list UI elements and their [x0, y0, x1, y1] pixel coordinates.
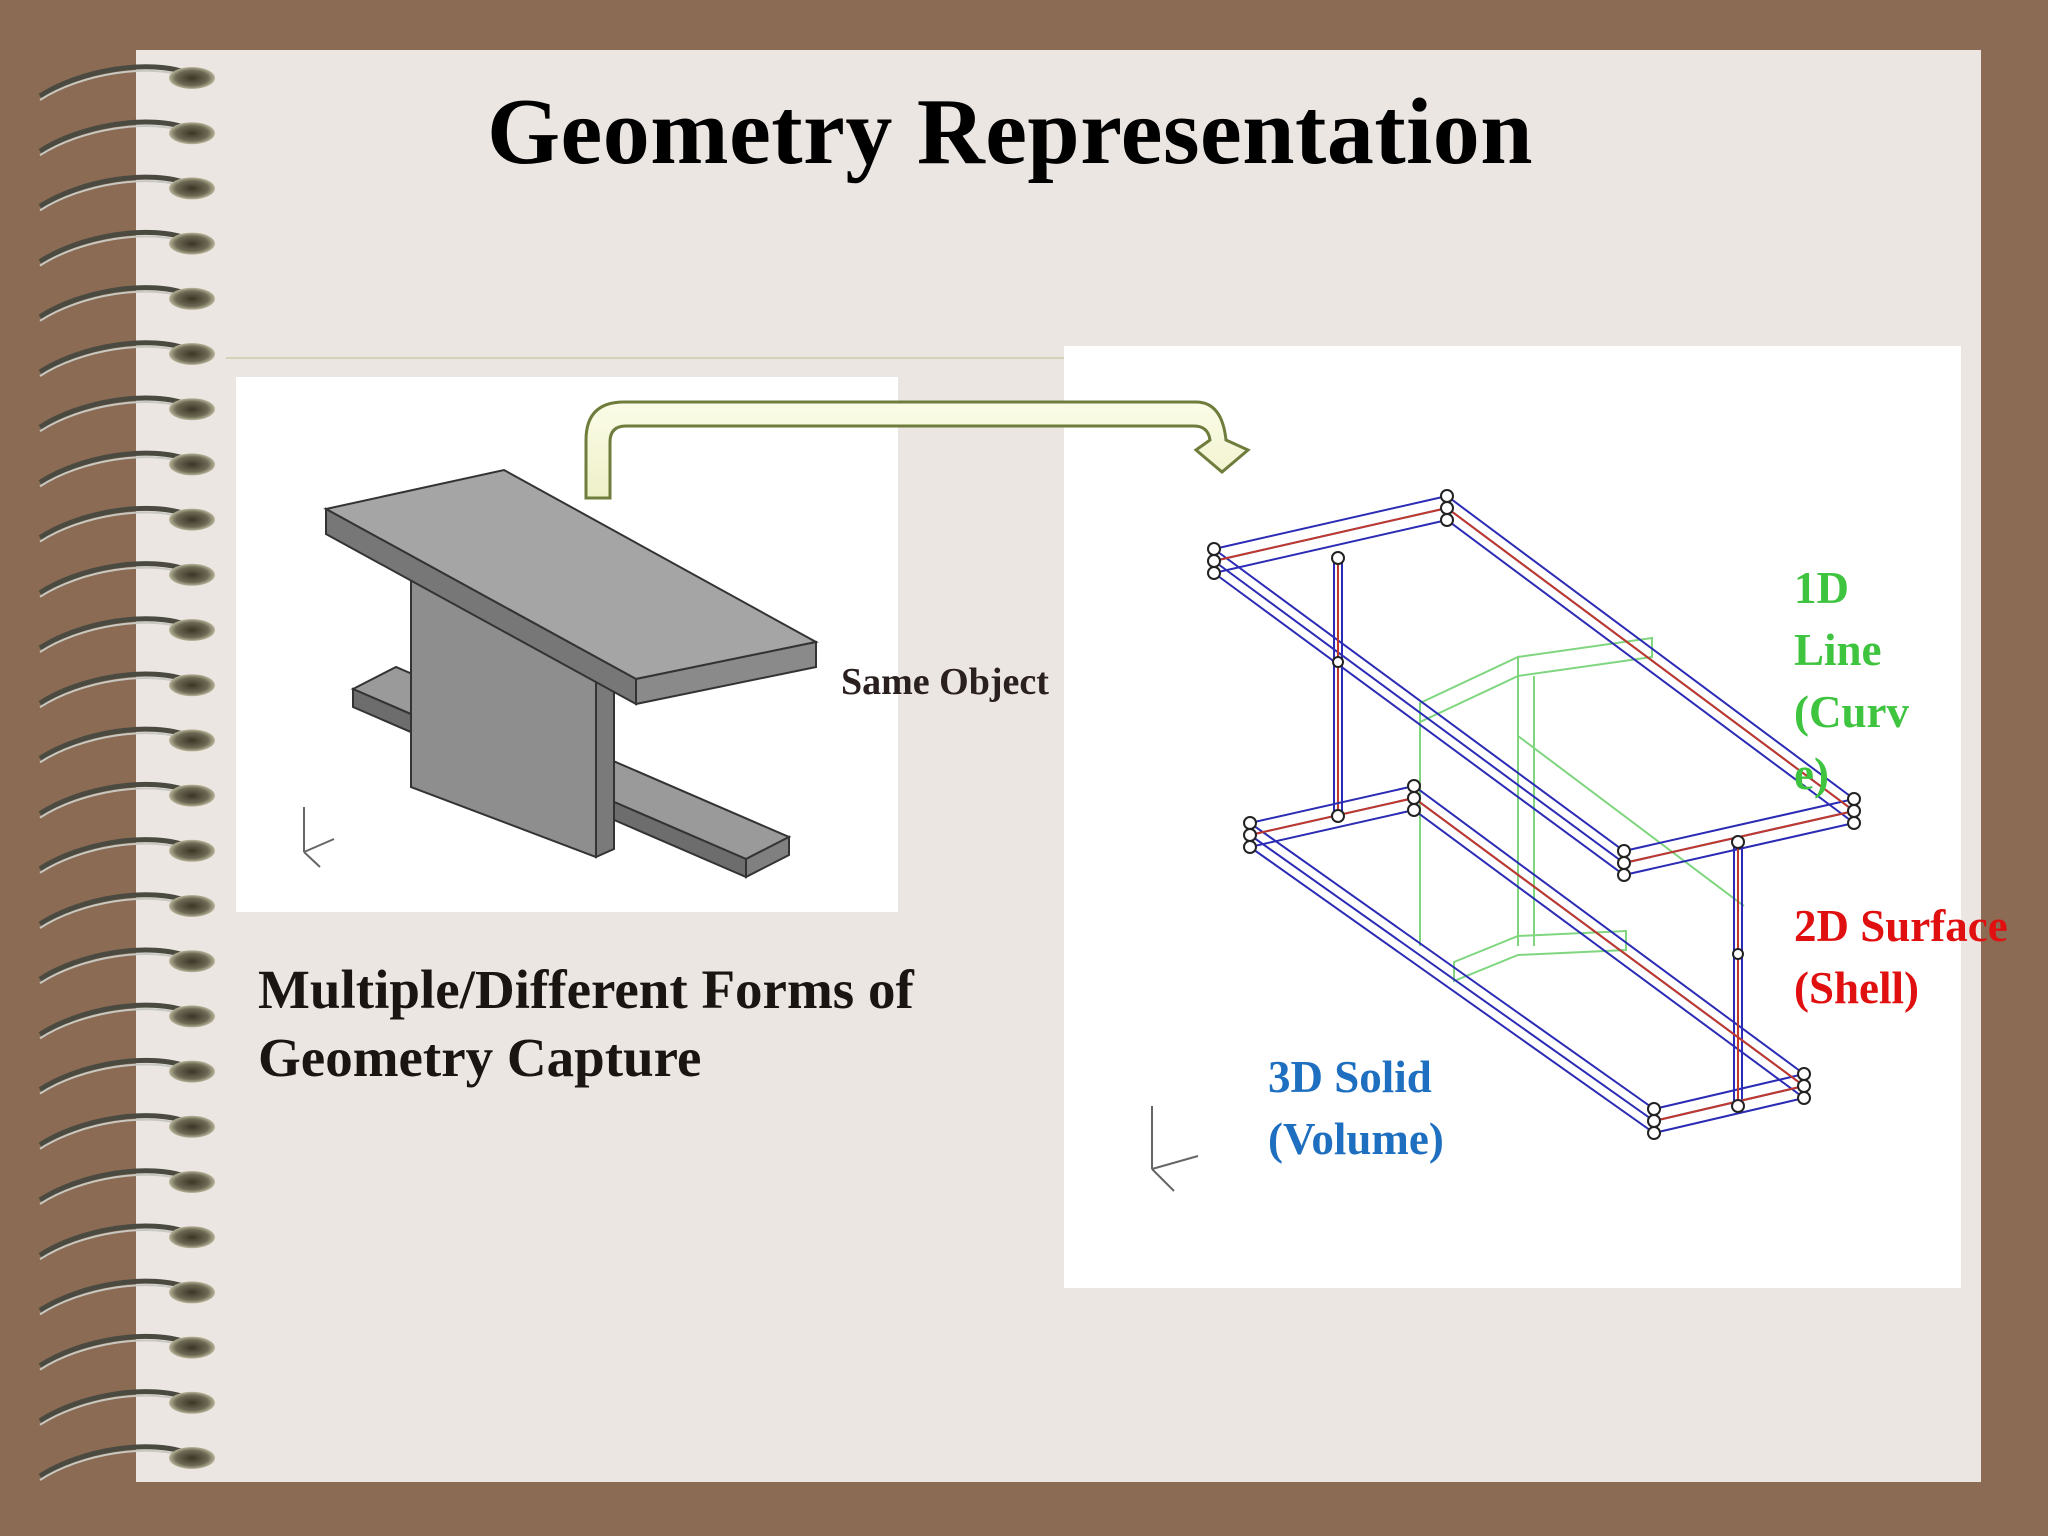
axis-triad-icon: [303, 807, 335, 868]
spiral-coil: [38, 1444, 191, 1479]
page-title: Geometry Representation: [486, 80, 1534, 184]
spiral-coil: [38, 1278, 191, 1313]
wireframe-image: [1064, 346, 1961, 1288]
binding-hole: [169, 1060, 215, 1083]
binding-hole: [169, 1391, 215, 1414]
binding-hole: [169, 1336, 215, 1359]
label-3d-text: (Volume): [1268, 1114, 1444, 1164]
binding-hole: [169, 729, 215, 752]
caption: Multiple/Different Forms of Geometry Cap…: [258, 956, 1018, 1092]
spiral-coil: [38, 837, 191, 871]
spiral-coil: [38, 1057, 191, 1092]
spiral-coil: [38, 1389, 191, 1423]
binding-hole: [169, 1005, 215, 1028]
binding-hole: [169, 950, 215, 973]
binding-hole: [169, 563, 215, 586]
label-1d-text: e): [1794, 749, 1829, 799]
spiral-coil: [38, 64, 191, 99]
spiral-coil: [38, 616, 191, 651]
label-1d-text: (Curv: [1794, 687, 1909, 737]
spiral-coil: [38, 1333, 191, 1368]
ibeam-solid-image: [236, 377, 898, 912]
axis-triad-icon: [1151, 1106, 1199, 1192]
spiral-coil: [38, 395, 191, 430]
spiral-coil: [38, 1223, 191, 1258]
label-1d-text: 1D: [1794, 563, 1849, 613]
label-1d-line: 1D Line (Curv e): [1794, 557, 1954, 805]
binding-hole: [169, 839, 215, 862]
spiral-coil: [38, 505, 191, 540]
spiral-coil: [38, 340, 191, 375]
spiral-coil: [38, 671, 191, 706]
binding-hole: [169, 232, 215, 255]
spiral-coil: [38, 285, 191, 319]
spiral-coil: [38, 1002, 191, 1037]
spiral-coil: [38, 1168, 191, 1203]
caption-line: Multiple/Different Forms of: [258, 959, 914, 1020]
label-1d-text: Line: [1794, 625, 1882, 675]
same-object-label: Same Object: [841, 661, 1049, 703]
spiral-coil: [38, 781, 191, 816]
binding-hole: [169, 619, 215, 641]
spiral-coil: [38, 726, 191, 761]
binding-hole: [169, 287, 215, 310]
binding-hole: [169, 1115, 215, 1138]
spiral-binding: [38, 64, 215, 1481]
label-2d-surface: 2D Surface (Shell): [1794, 895, 2008, 1019]
label-2d-text: 2D Surface: [1794, 901, 2008, 951]
binding-hole: [169, 122, 215, 145]
spiral-coil: [38, 1113, 191, 1147]
spiral-coil: [38, 561, 191, 595]
spiral-coil: [38, 892, 191, 927]
binding-hole: [169, 453, 215, 476]
binding-hole: [169, 343, 215, 365]
spiral-coil: [38, 229, 191, 264]
binding-hole: [169, 1226, 215, 1249]
binding-hole: [169, 177, 215, 200]
binding-hole: [169, 398, 215, 421]
binding-hole: [169, 67, 215, 89]
divider-line: [226, 357, 1066, 359]
label-3d-solid: 3D Solid (Volume): [1268, 1046, 1444, 1170]
label-3d-text: 3D Solid: [1268, 1052, 1432, 1102]
spiral-coil: [38, 450, 191, 485]
binding-hole: [169, 1281, 215, 1304]
binding-hole: [169, 1171, 215, 1193]
binding-hole: [169, 895, 215, 917]
spiral-coil: [38, 119, 191, 154]
spiral-coil: [38, 174, 191, 209]
label-2d-text: (Shell): [1794, 963, 1920, 1013]
binding-hole: [169, 508, 215, 531]
binding-hole: [169, 1447, 215, 1469]
binding-hole: [169, 674, 215, 697]
binding-hole: [169, 784, 215, 807]
spiral-coil: [38, 947, 191, 982]
caption-line: Geometry Capture: [258, 1027, 702, 1088]
